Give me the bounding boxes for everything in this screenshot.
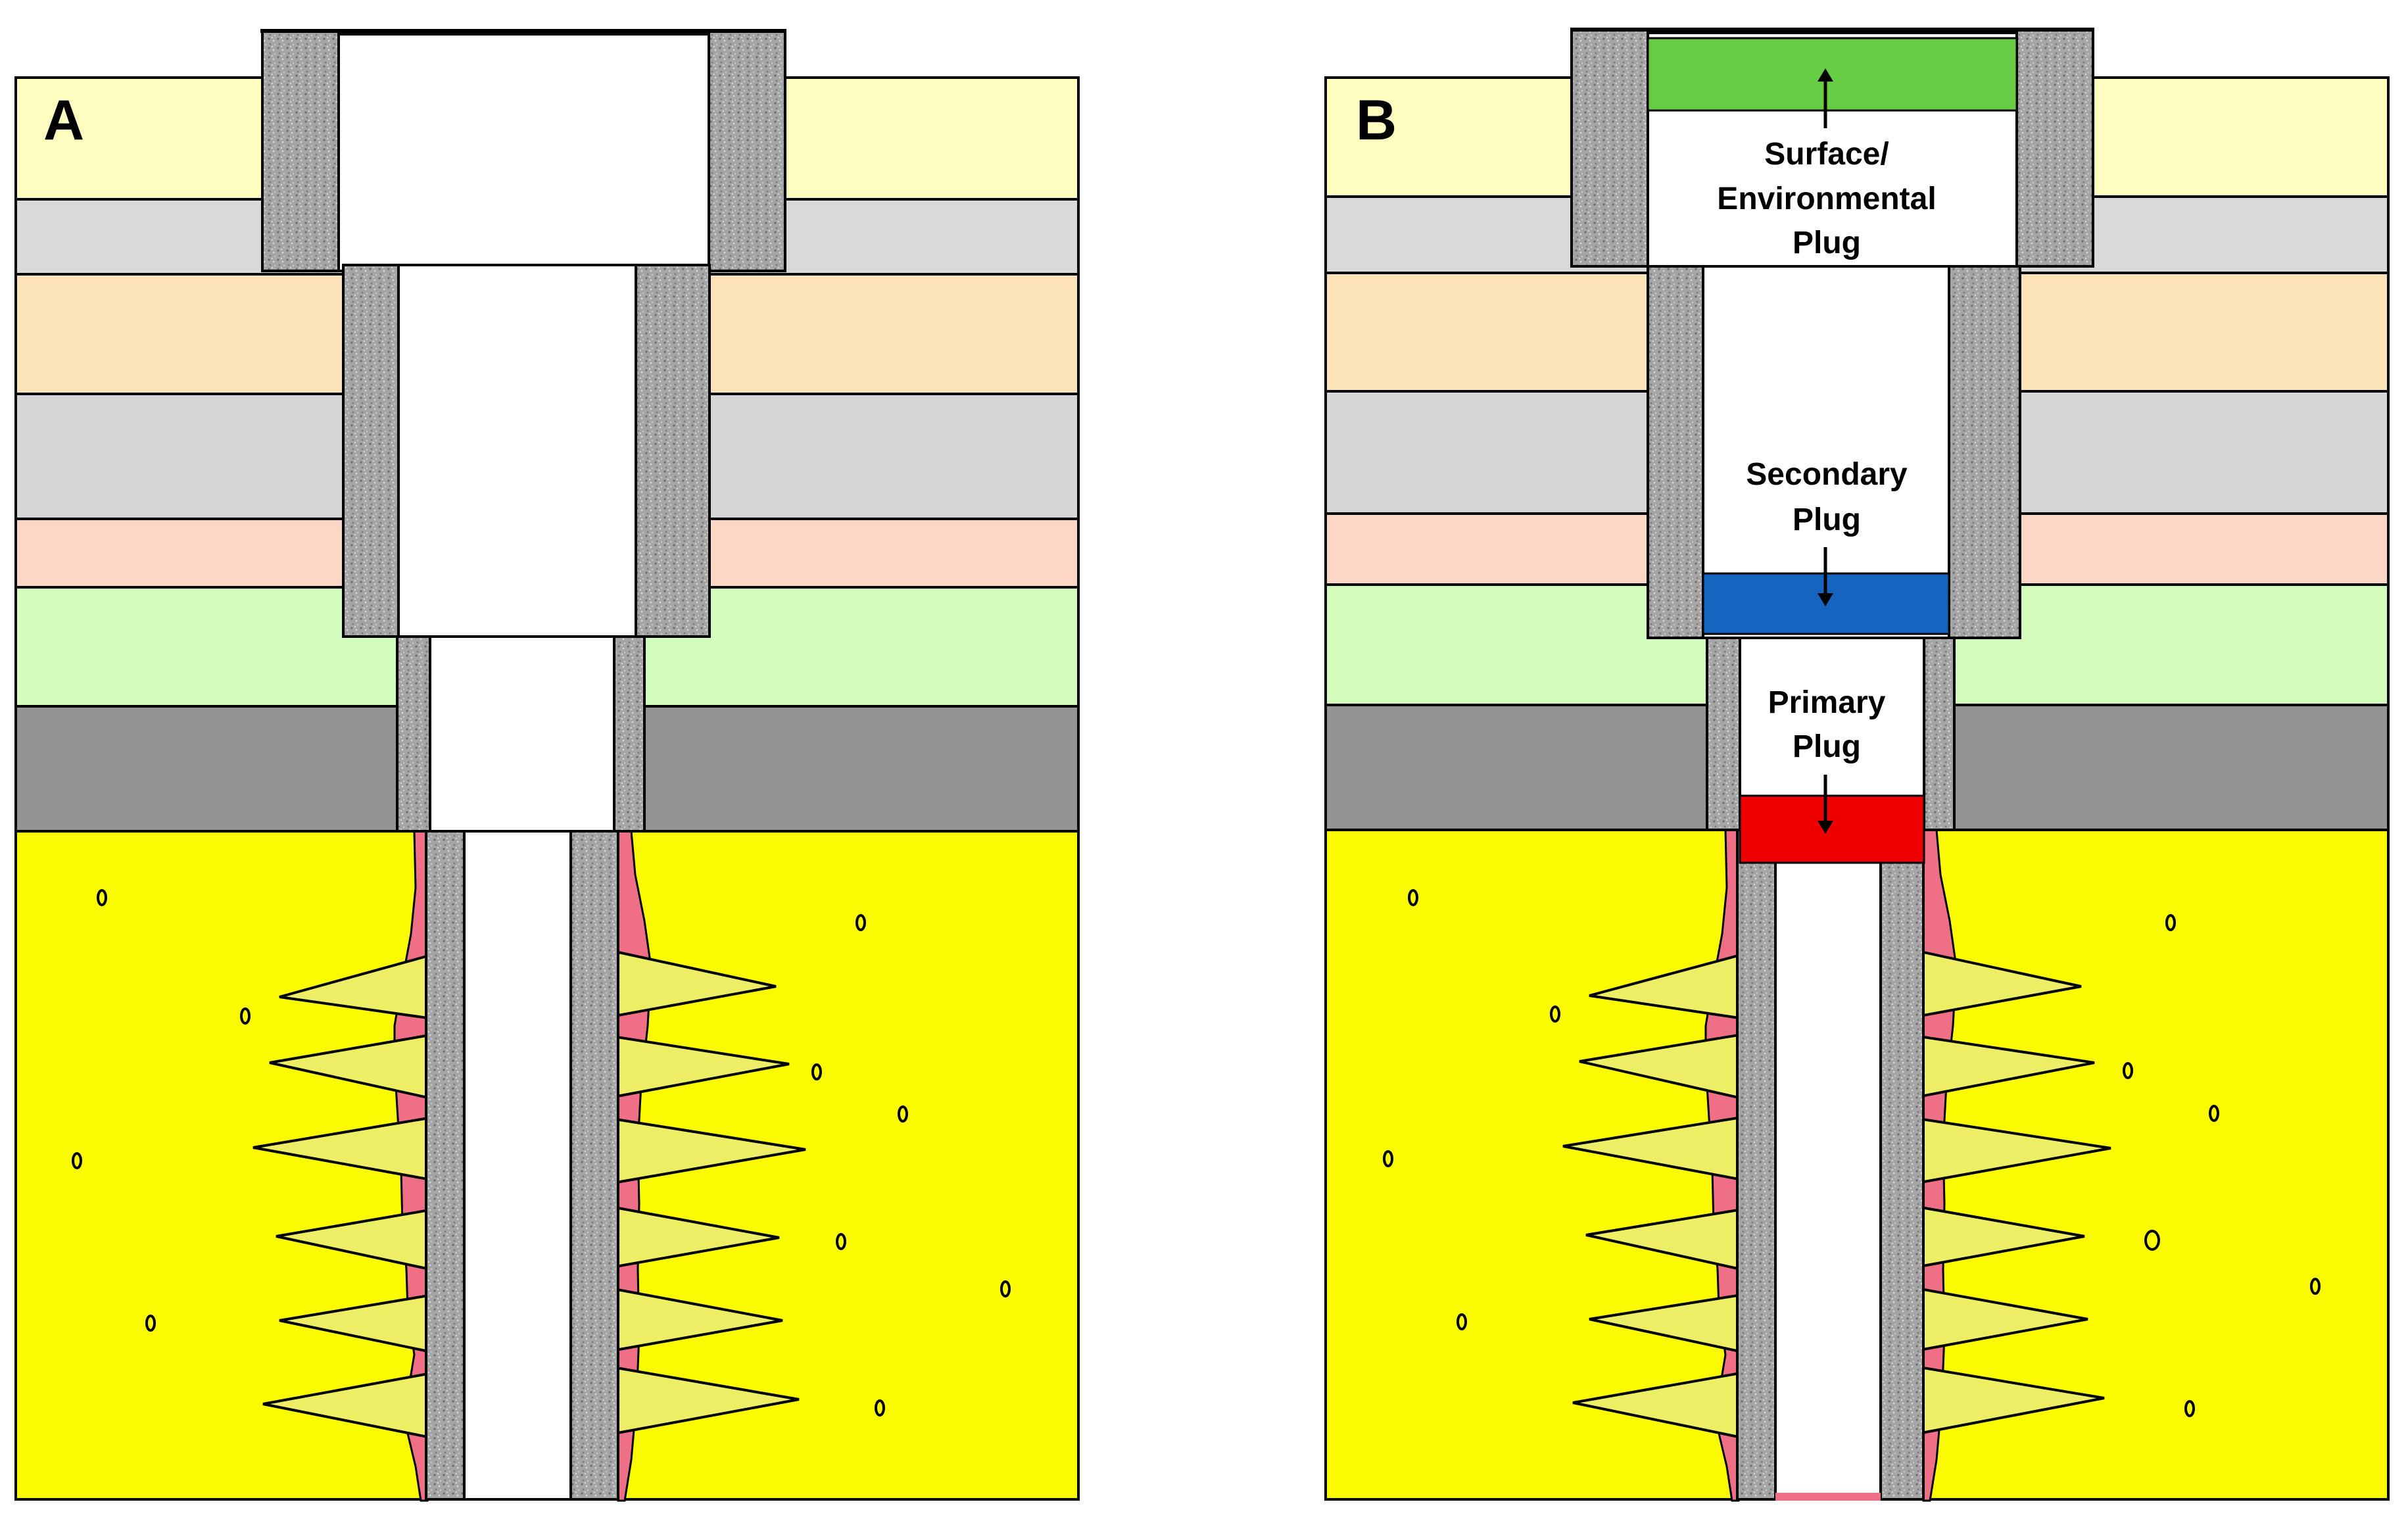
surface-plug-arrow (1818, 68, 1833, 128)
production-cement-left-upper (1706, 637, 1741, 831)
secondary-plug-arrow (1818, 547, 1833, 606)
fractures-right (1883, 942, 2111, 1442)
panel-letter-a: A (43, 89, 84, 152)
primary-plug (1739, 794, 1925, 864)
reservoir-pores (1383, 889, 2321, 1417)
reservoir-pores (72, 889, 1011, 1416)
casing-shoe-pink (1775, 1493, 1881, 1501)
production-casing-bore-upper (429, 635, 615, 833)
intermediate-casing-cement-right (1948, 265, 2021, 639)
surface-casing-bore (337, 33, 710, 272)
surface-casing-cement-right (708, 30, 786, 272)
production-cement-right-lower (569, 830, 619, 1501)
production-cement-left-upper (396, 635, 431, 833)
surface-plug-label-line1: Surface/ (1764, 137, 1889, 172)
production-cement-right-upper (1923, 637, 1956, 831)
surface-casing-cement-left (261, 30, 340, 272)
secondary-plug-label-line2: Plug (1793, 502, 1861, 537)
intermediate-casing-cement-left (342, 264, 400, 638)
production-casing-bore-lower (463, 830, 572, 1501)
intermediate-casing-cement-right (635, 264, 711, 638)
surface-casing-cement-left (1570, 28, 1649, 268)
primary-plug-label-line1: Primary (1768, 685, 1886, 720)
panel-letter-b: B (1356, 89, 1397, 152)
surface-plug (1647, 37, 2018, 112)
intermediate-casing-cement-left (1647, 265, 1704, 639)
production-cement-left-lower (425, 830, 466, 1501)
panel-a: A (14, 29, 1080, 1502)
surface-plug-label-line3: Plug (1793, 226, 1861, 260)
production-cement-right-upper (613, 635, 646, 833)
production-cement-left-lower (1736, 829, 1777, 1501)
fractures-left (253, 945, 462, 1445)
surface-plug-label-line2: Environmental (1717, 182, 1936, 216)
intermediate-casing-bore (397, 264, 637, 638)
primary-plug-arrow (1818, 775, 1833, 834)
primary-plug-label-line2: Plug (1793, 729, 1861, 764)
panel-b: Surface/ Environmental Plug Secondary Pl… (1324, 28, 2390, 1502)
production-casing-bore-lower (1774, 829, 1882, 1501)
secondary-plug-label-line1: Secondary (1746, 457, 1908, 492)
surface-casing-cement-right (2015, 28, 2094, 268)
production-cement-right-lower (1879, 829, 1925, 1501)
